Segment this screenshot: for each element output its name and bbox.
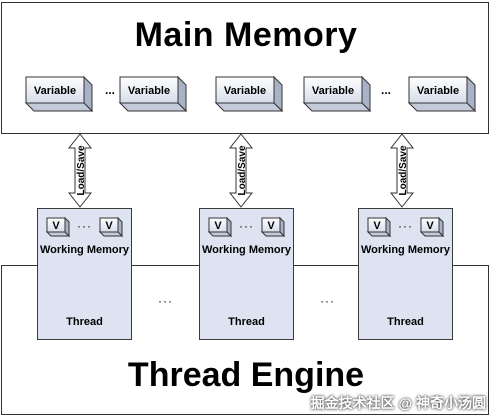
working-var-left-2-front: [208, 217, 228, 233]
variable-block-3-label: Variable: [224, 85, 266, 97]
variable-block-5-label: Variable: [417, 85, 459, 97]
working-var-right-2: V: [260, 216, 286, 238]
working-memory-ellipsis-1: ···: [77, 219, 92, 233]
variable-block-2-bottom: [118, 102, 188, 112]
main-memory-title: Main Memory: [134, 16, 358, 54]
working-memory-label-3: Working Memory: [360, 244, 451, 256]
working-var-right-1: V: [98, 216, 124, 238]
variable-block-2: Variable: [118, 75, 188, 113]
variable-ellipsis-1: ...: [105, 83, 115, 97]
variable-block-1-label: Variable: [34, 85, 76, 97]
main-memory-box: [1, 2, 489, 134]
load-save-label-2: Load/Save: [237, 145, 248, 195]
working-memory-label-1: Working Memory: [39, 244, 130, 256]
working-var-right-3-label: V: [426, 220, 434, 232]
variable-block-1-front: [25, 76, 85, 104]
thread-label-2: Thread: [228, 316, 265, 328]
variable-block-4: Variable: [302, 75, 372, 113]
thread-engine-title: Thread Engine: [127, 356, 365, 394]
load-save-arrow-1: Load/Save: [67, 133, 93, 208]
variable-block-2-label: Variable: [128, 85, 170, 97]
working-var-right-3-bottom: [419, 231, 445, 237]
variable-block-1-bottom: [24, 102, 94, 112]
working-var-left-1-front: [46, 217, 66, 233]
working-memory-label-2: Working Memory: [201, 244, 292, 256]
variable-block-4-front: [303, 76, 363, 104]
working-var-right-1-front: [99, 217, 119, 233]
variable-block-3-front: [215, 76, 275, 104]
working-var-left-2: V: [207, 216, 233, 238]
variable-block-4-label: Variable: [312, 85, 354, 97]
thread-ellipsis-1: ···: [158, 294, 173, 308]
working-var-left-1-bottom: [45, 231, 71, 237]
load-save-arrow-3: Load/Save: [389, 133, 415, 208]
working-var-left-1-label: V: [52, 220, 60, 232]
load-save-arrow-shape-3: [389, 133, 415, 208]
working-memory-ellipsis-3: ···: [398, 219, 413, 233]
working-var-left-2-label: V: [214, 220, 222, 232]
variable-block-5-front: [408, 76, 468, 104]
working-var-right-1-label: V: [105, 220, 113, 232]
variable-block-3: Variable: [214, 75, 284, 113]
working-var-right-3-front: [420, 217, 440, 233]
variable-block-1: Variable: [24, 75, 94, 113]
working-memory-ellipsis-2: ···: [239, 219, 254, 233]
load-save-arrow-shape-1: [67, 133, 93, 208]
thread-ellipsis-2: ···: [320, 294, 335, 308]
working-var-left-3-label: V: [373, 220, 381, 232]
working-var-right-1-bottom: [98, 231, 124, 237]
working-var-right-2-front: [261, 217, 281, 233]
thread-label-1: Thread: [66, 316, 103, 328]
variable-block-2-front: [119, 76, 179, 104]
working-var-left-1: V: [45, 216, 71, 238]
variable-ellipsis-2: ...: [381, 83, 391, 97]
variable-block-4-bottom: [302, 102, 372, 112]
variable-block-3-bottom: [214, 102, 284, 112]
load-save-arrow-2: Load/Save: [228, 133, 254, 208]
working-var-right-3: V: [419, 216, 445, 238]
watermark-text: 掘金技术社区 @ 神奇小汤圆: [310, 395, 486, 411]
working-var-left-3: V: [366, 216, 392, 238]
working-var-left-3-bottom: [366, 231, 392, 237]
load-save-label-1: Load/Save: [76, 145, 87, 195]
load-save-label-3: Load/Save: [398, 145, 409, 195]
working-var-right-2-bottom: [260, 231, 286, 237]
working-var-left-2-bottom: [207, 231, 233, 237]
working-var-right-2-label: V: [267, 220, 275, 232]
working-var-left-3-front: [367, 217, 387, 233]
variable-block-5: Variable: [407, 75, 477, 113]
load-save-arrow-shape-2: [228, 133, 254, 208]
variable-block-5-bottom: [407, 102, 477, 112]
thread-label-3: Thread: [387, 316, 424, 328]
